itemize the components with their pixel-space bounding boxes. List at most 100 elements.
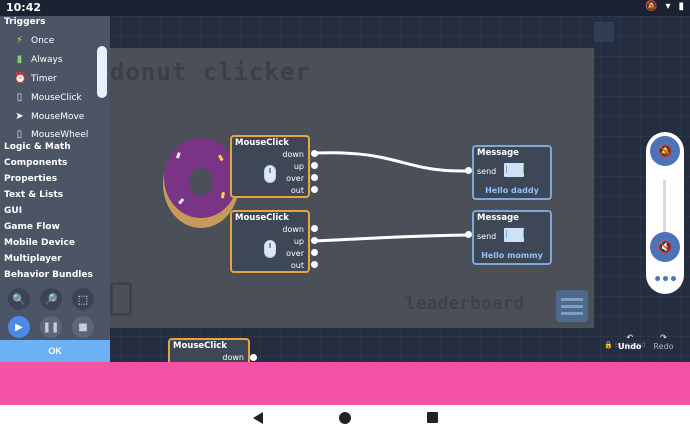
behavior-sidebar[interactable]: Triggers ⚡ Once ▮ Always ⏰ Timer ▯ Mouse… <box>0 16 110 362</box>
notification-mute-icon[interactable]: 🔕 <box>650 136 680 166</box>
lightning-icon: ⚡ <box>15 35 24 46</box>
sidebar-item-label: MouseMove <box>31 111 85 122</box>
port-up: up <box>293 237 304 246</box>
more-options-icon[interactable]: ••• <box>653 272 678 288</box>
sidebar-section-triggers[interactable]: Triggers <box>4 17 46 27</box>
port-dot[interactable] <box>311 174 318 181</box>
sidebar-item-label: Always <box>31 54 63 65</box>
port-send: send <box>477 167 497 176</box>
clock-icon: ⏰ <box>14 73 27 84</box>
canvas-corner-marker <box>594 22 614 42</box>
wifi-icon: ▾ <box>665 1 671 12</box>
zoom-in-icon[interactable]: 🔍 <box>8 288 30 310</box>
mouseclick-node-1[interactable]: MouseClick down up over out <box>230 135 310 198</box>
select-cursor-icon[interactable]: ⬚ <box>72 288 94 310</box>
sidebar-section-properties[interactable]: Properties <box>4 174 58 184</box>
mouse-icon <box>264 165 276 183</box>
media-mute-icon[interactable]: 🔇 <box>650 232 680 262</box>
node-title: MouseClick <box>235 138 289 148</box>
sidebar-item-mousemove[interactable]: ➤ MouseMove <box>14 111 84 122</box>
sidebar-item-mousewheel[interactable]: ▯ MouseWheel <box>14 129 89 140</box>
port-dot[interactable] <box>250 354 257 361</box>
message-text: Hello daddy <box>485 186 539 195</box>
redo-label: Redo <box>653 342 674 351</box>
port-out: out <box>290 261 304 270</box>
undo-redo-group: ↶ Undo ↷ Redo <box>618 333 674 351</box>
port-dot[interactable] <box>311 225 318 232</box>
node-title: Message <box>477 213 519 223</box>
locked-status: 🔒 is locked <box>604 341 646 349</box>
sidebar-section-text-lists[interactable]: Text & Lists <box>4 190 64 200</box>
ok-button[interactable]: OK <box>0 340 110 362</box>
sidebar-item-timer[interactable]: ⏰ Timer <box>14 73 57 84</box>
donut-sprite[interactable] <box>160 132 242 232</box>
node-title: Message <box>477 148 519 158</box>
port-dot[interactable] <box>311 150 318 157</box>
mouse-icon: ▯ <box>16 92 23 103</box>
mouse-icon: ▯ <box>16 129 23 140</box>
locked-text: is locked <box>614 341 646 349</box>
sidebar-section-behavior-bundles[interactable]: Behavior Bundles <box>4 270 93 280</box>
battery-icon: ▮ <box>16 54 23 65</box>
zoom-out-icon[interactable]: 🔎 <box>40 288 62 310</box>
status-time: 10:42 <box>6 1 42 14</box>
volume-panel[interactable]: 🔕 🔇 ••• <box>646 132 684 294</box>
pause-icon[interactable]: ❚❚ <box>40 316 62 338</box>
message-node-2[interactable]: Message send Hello mommy <box>472 210 552 265</box>
home-icon[interactable] <box>339 412 351 424</box>
sidebar-section-mobile-device[interactable]: Mobile Device <box>4 238 75 248</box>
sidebar-section-components[interactable]: Components <box>4 158 68 168</box>
stop-icon[interactable]: ■ <box>72 316 94 338</box>
undo-label: Undo <box>618 342 642 351</box>
sidebar-scrollbar[interactable] <box>97 46 107 98</box>
message-text: Hello mommy <box>481 251 543 260</box>
status-icons: 🔕 ▾ ▮ <box>645 1 684 12</box>
envelope-icon <box>504 228 524 242</box>
stage-menu-icon <box>556 290 588 322</box>
status-bar: 10:42 🔕 ▾ ▮ <box>0 0 690 16</box>
redo-icon: ↷ <box>660 333 667 342</box>
sidebar-item-label: MouseClick <box>31 92 82 103</box>
sidebar-section-game-flow[interactable]: Game Flow <box>4 222 60 232</box>
sidebar-section-multiplayer[interactable]: Multiplayer <box>4 254 62 264</box>
volume-slider[interactable] <box>663 180 666 240</box>
stage-leaderboard-text: leaderboard <box>405 293 525 314</box>
node-title: MouseClick <box>235 213 289 223</box>
mute-icon: 🔕 <box>645 1 658 12</box>
port-dot[interactable] <box>311 237 318 244</box>
port-over: over <box>286 174 304 183</box>
port-over: over <box>286 249 304 258</box>
sidebar-item-mouseclick[interactable]: ▯ MouseClick <box>14 92 82 103</box>
envelope-icon <box>504 163 524 177</box>
port-down: down <box>222 353 244 362</box>
port-out: out <box>290 186 304 195</box>
redo-button[interactable]: ↷ Redo <box>653 333 673 351</box>
port-dot[interactable] <box>311 249 318 256</box>
android-nav-bar <box>0 405 690 431</box>
message-node-1[interactable]: Message send Hello daddy <box>472 145 552 200</box>
recent-apps-icon[interactable] <box>427 412 438 423</box>
port-down: down <box>282 150 304 159</box>
port-down: down <box>282 225 304 234</box>
port-dot[interactable] <box>311 186 318 193</box>
port-dot[interactable] <box>311 261 318 268</box>
sidebar-item-always[interactable]: ▮ Always <box>14 54 63 65</box>
undo-button[interactable]: ↶ Undo <box>618 333 641 351</box>
back-icon[interactable] <box>253 412 263 424</box>
port-up: up <box>293 162 304 171</box>
battery-icon: ▮ <box>678 1 684 12</box>
play-icon[interactable]: ▶ <box>8 316 30 338</box>
pink-banner <box>0 362 690 405</box>
sidebar-item-once[interactable]: ⚡ Once <box>14 35 54 46</box>
undo-icon: ↶ <box>626 333 634 342</box>
mouseclick-node-2[interactable]: MouseClick down up over out <box>230 210 310 273</box>
mouse-icon <box>264 240 276 258</box>
sidebar-section-logic-math[interactable]: Logic & Math <box>4 142 71 152</box>
port-dot[interactable] <box>465 231 472 238</box>
port-send: send <box>477 232 497 241</box>
zoom-tools: 🔍 🔎 ⬚ <box>8 288 94 310</box>
sidebar-section-gui[interactable]: GUI <box>4 206 23 216</box>
port-dot[interactable] <box>311 162 318 169</box>
port-dot[interactable] <box>465 167 472 174</box>
sidebar-item-label: Once <box>31 35 55 46</box>
